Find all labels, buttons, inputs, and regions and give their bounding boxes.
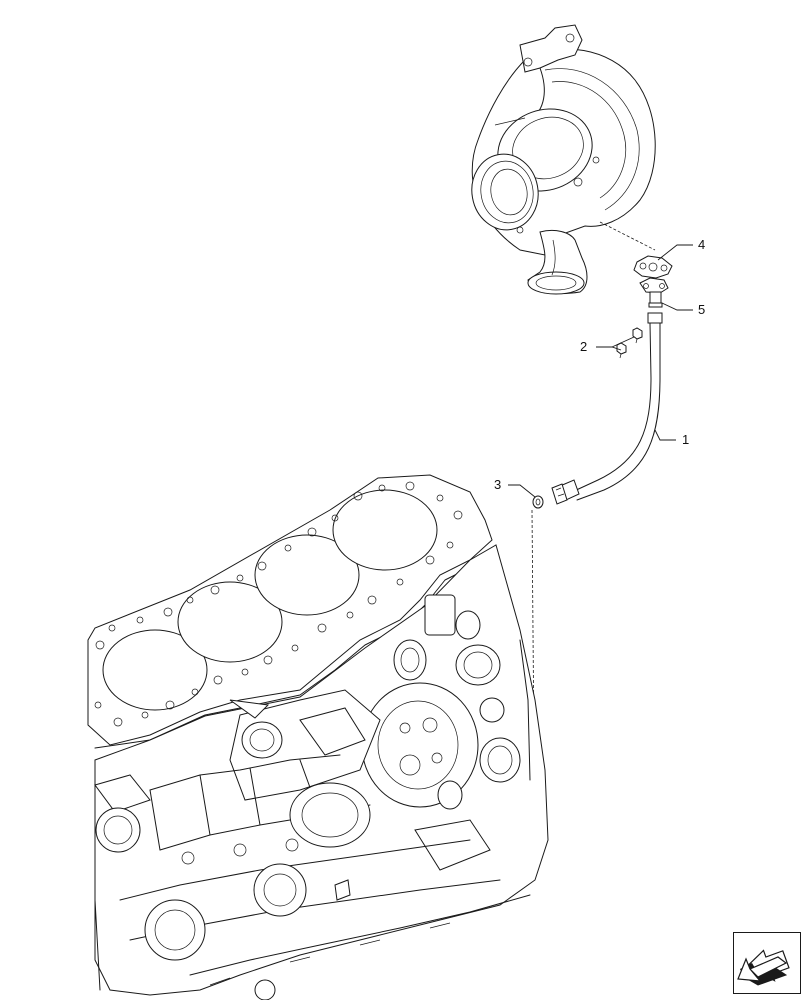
gasket-part (633, 255, 673, 279)
arrow-left-down-icon (737, 949, 790, 986)
callout-leaders (508, 244, 693, 498)
callout-5: 5 (698, 302, 705, 317)
navigation-button[interactable] (733, 932, 801, 994)
washer-part (532, 495, 544, 509)
callout-1: 1 (682, 432, 689, 447)
cylinder-bore (177, 581, 283, 663)
engine-block (87, 474, 549, 1000)
callout-4: 4 (698, 237, 705, 252)
oil-return-pipe (551, 312, 663, 505)
callout-2: 2 (580, 339, 587, 354)
cylinder-bore (254, 534, 360, 616)
callout-3: 3 (494, 477, 501, 492)
fitting-part (639, 277, 669, 308)
cylinder-bore (332, 489, 438, 571)
assembly-line-turbo (599, 221, 656, 251)
cylinder-bore (102, 629, 208, 711)
turbocharger (471, 24, 656, 295)
